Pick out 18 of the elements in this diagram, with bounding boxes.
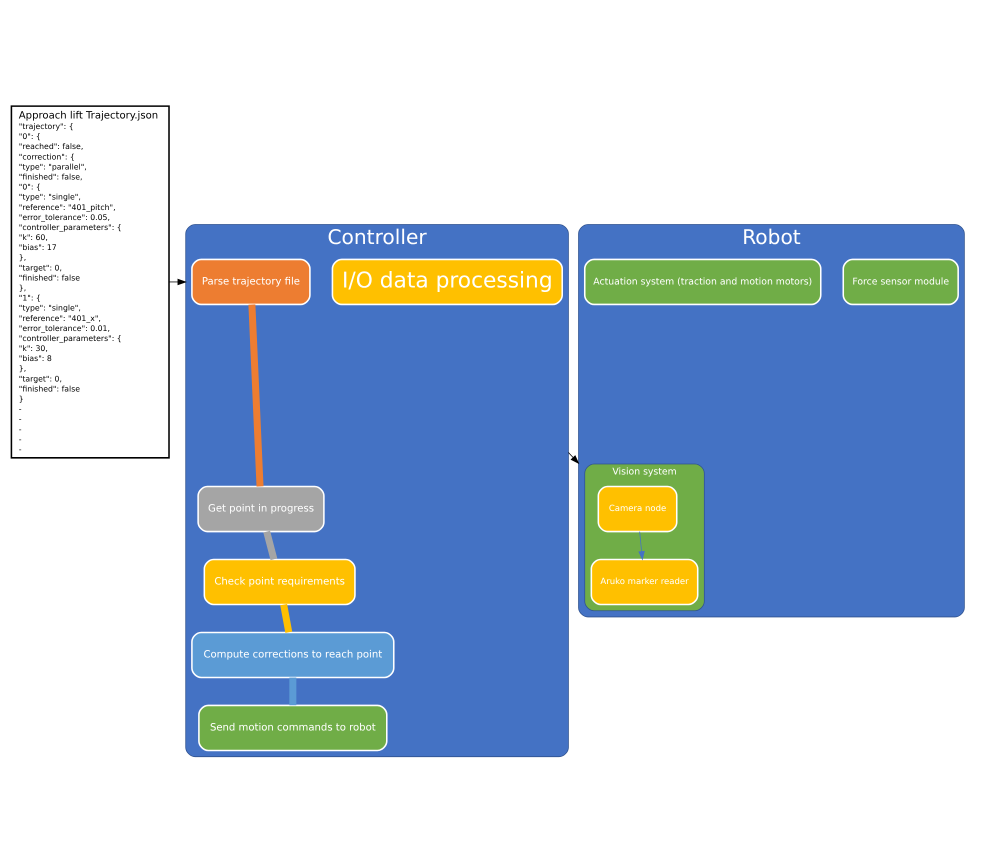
connector [280,603,292,632]
node-box: Check point requirements [204,558,356,605]
node-box: Compute corrections to reach point [191,631,395,678]
arrow [638,530,645,560]
node-box: Aruko marker reader [590,558,698,605]
node-box: Get point in progress [197,485,325,532]
node-box: Approach lift Trajectory.json "trajectory": { "0": { "reached": false, "correction": { "type": "parallel", "finished": false, "0": { "type": "single", "reference": "401_pitch", "error_tolerance": 0.05, "controller_parameters": { "k": 60, "bias": 17 }, "target": 0, "finished": false }, "1": { "type": "single", "reference": "401_x", "error_tolerance": 0.01, "controller_parameters": { "k": 30, "bias": 8 }, "target": 0, "finished": false } - - - - - [10,104,170,458]
connector [248,304,264,486]
node-box: Parse trajectory file [191,258,311,305]
connector [263,530,278,560]
arrow [168,278,187,285]
node-box: Camera node [598,485,678,532]
connector [289,677,296,705]
node-box: I/O data processing [332,258,563,305]
node-box: Actuation system (traction and motion motors) [584,258,822,305]
node-box: Send motion commands to robot [198,704,388,751]
arrow [568,452,580,464]
node-box: Force sensor module [842,258,959,305]
